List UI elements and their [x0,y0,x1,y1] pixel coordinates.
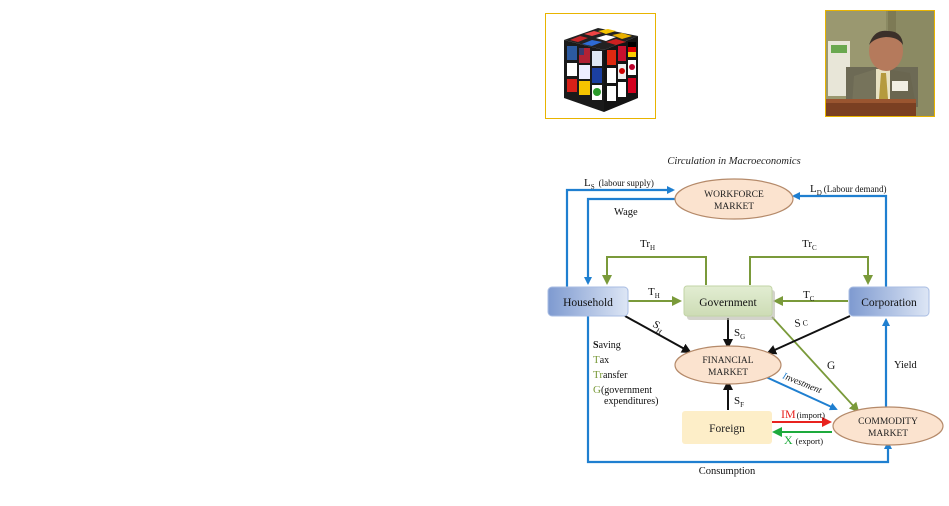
investment-arrow [765,376,838,411]
saving-household-arrow [624,315,692,353]
svg-text:WORKFORCE: WORKFORCE [704,190,764,200]
legend: Saving Tax Transfer G(government expendi… [593,340,658,407]
financial-market-node: FINANCIAL MARKET [674,345,782,385]
government-expenditure-arrow [771,316,860,413]
transfer-corporation-label: TrC [802,238,817,252]
tax-household-label: TH [648,286,660,300]
labour-demand-label: LD(Labour demand) [810,183,887,197]
saving-government-label: SG [734,327,745,341]
corporation-node: Corporation [848,286,930,317]
svg-text:Household: Household [563,297,613,309]
svg-text:Foreign: Foreign [709,423,745,435]
legend-government-expenditure-cont: expenditures) [604,396,658,407]
saving-corporation-label: SC [794,316,809,330]
saving-household-label: SH [649,318,666,336]
wage-arrow [584,197,676,285]
workforce-market-node: WORKFORCE MARKET [674,178,794,220]
saving-corporation-arrow [766,315,851,355]
export-label: X(export) [784,433,823,447]
commodity-market-node: COMMODITY MARKET [832,406,944,446]
cube-illustration [564,28,638,112]
diagram-title: Circulation in Macroeconomics [667,156,800,167]
foreign-node: Foreign [682,411,772,444]
tax-corporation-label: TC [803,289,815,303]
legend-government-expenditure: G(government [593,384,652,396]
svg-text:COMMODITY: COMMODITY [858,417,918,427]
speaker-photo [825,10,935,117]
svg-text:FINANCIAL: FINANCIAL [702,356,753,366]
consumption-arrow [586,316,892,464]
household-node: Household [547,286,629,317]
transfer-corporation-arrow [749,256,873,285]
legend-tax: Tax [593,354,609,366]
government-expenditure-label: G [827,360,835,372]
labour-demand-arrow [792,192,888,287]
government-node: Government [683,285,775,320]
transfer-household-arrow [602,256,707,285]
consumption-label: Consumption [699,466,756,477]
svg-text:MARKET: MARKET [868,429,908,439]
svg-text:MARKET: MARKET [708,368,748,378]
legend-transfer: Transfer [593,369,628,381]
transfer-household-label: TrH [640,238,655,252]
svg-text:MARKET: MARKET [714,202,754,212]
legend-saving: Saving [593,340,621,351]
labour-supply-label: LS(labour supply) [584,177,654,191]
svg-text:Corporation: Corporation [861,297,917,309]
wage-label: Wage [614,207,638,218]
cube-image [545,13,656,119]
saving-foreign-label: SF [734,395,744,409]
labour-supply-arrow [565,186,675,290]
import-label: IM(import) [781,407,825,421]
speaker-illustration [826,11,934,116]
yield-label: Yield [894,360,917,371]
svg-text:Government: Government [699,297,757,309]
